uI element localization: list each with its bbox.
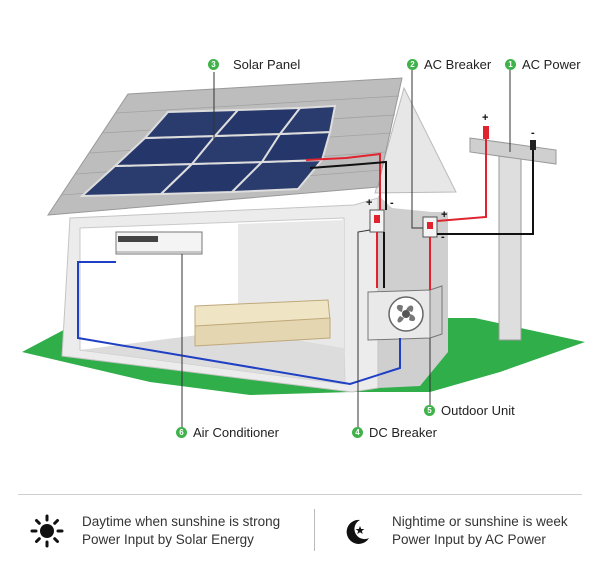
callout-number-badge: 4 [352,427,363,438]
sun-icon [30,514,64,548]
leader-ac-breaker [411,70,423,229]
solar-panels [79,104,337,198]
callout-number-badge: 5 [424,405,435,416]
ac-plus-sign: + [441,209,447,221]
pole-minus-sign: - [531,127,535,139]
callout-label: Solar Panel [233,57,301,72]
daytime-line-1: Daytime when sunshine is strong [82,514,281,529]
callout-ac-power: 1 AC Power [505,57,581,72]
callout-air-conditioner: 6 Air Conditioner [176,425,279,440]
ac-power-pole [469,126,557,341]
wire-pole-black [437,150,534,235]
indoor-ac-unit [115,231,203,255]
ac-minus-sign: - [441,231,445,243]
solar-ac-system-diagram: + - + - + - [22,70,585,428]
callout-label: AC Breaker [424,57,492,72]
callout-solar-panel: 3 Solar Panel [208,57,300,72]
legend-divider [314,509,315,551]
power-mode-legend: Daytime when sunshine is strong Power In… [18,494,582,573]
callout-label: Outdoor Unit [441,403,515,418]
house-gable [374,86,457,194]
wire-pole-red [436,139,487,222]
moon-star-icon [346,519,369,544]
ac-breaker-box [422,216,438,238]
leader-dc-breaker [357,229,371,428]
pole-plus-sign: + [482,112,488,124]
daytime-line-2: Power Input by Solar Energy [82,532,254,547]
dc-plus-sign: + [366,197,372,209]
wire-solar-black [309,160,387,210]
callout-label: Air Conditioner [193,425,279,440]
callout-ac-breaker: 2 AC Breaker [407,57,491,72]
callout-number-badge: 1 [505,59,516,70]
dc-minus-sign: - [390,197,394,209]
callout-dc-breaker: 4 DC Breaker [352,425,437,440]
wire-indoor-blue [77,261,401,386]
nighttime-line-2: Power Input by AC Power [392,532,546,547]
daytime-mode: Daytime when sunshine is strong Power In… [30,513,280,549]
dc-breaker-box [369,209,385,233]
callout-number-badge: 2 [407,59,418,70]
wire-solar-red [305,152,381,210]
sofa [194,299,331,347]
callout-number-badge: 3 [208,59,219,70]
nighttime-line-1: Nightime or sunshine is week [392,514,568,529]
callout-label: DC Breaker [369,425,437,440]
outdoor-unit [367,285,443,341]
callout-outdoor-unit: 5 Outdoor Unit [424,403,515,418]
callout-number-badge: 6 [176,427,187,438]
nighttime-mode: Nightime or sunshine is week Power Input… [340,513,568,549]
callout-label: AC Power [522,57,581,72]
